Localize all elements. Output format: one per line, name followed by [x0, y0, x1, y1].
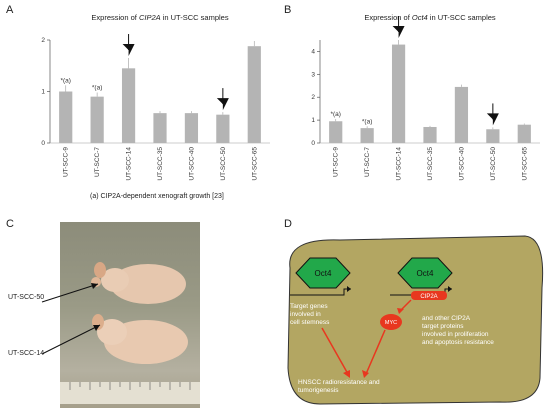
bar-ut-scc-35 [423, 126, 437, 143]
bar-ut-scc-14 [391, 44, 406, 144]
highlight-arrow [216, 88, 229, 111]
panel-label-a: A [6, 4, 14, 16]
oct4-expression-chart: Expression of Oct4 in UT-SCC samples 0 1 2 3… [311, 13, 540, 181]
footnote: (a) CIP2A-dependent xenograft growth [23… [90, 193, 224, 200]
significance-annotation: *(a) [60, 77, 70, 84]
oct4-left-hexagon [295, 257, 351, 289]
y-tick-label: 1 [41, 89, 45, 96]
category-label: UT-SCC-7 [94, 147, 101, 177]
right-text-1: and other CIP2A [422, 315, 471, 322]
oct4-left-label: Oct4 [315, 269, 332, 278]
category-label: UT-SCC-9 [63, 147, 70, 177]
category-label: UT-SCC-9 [333, 147, 340, 177]
y-tick-label: 4 [311, 48, 315, 55]
category-label: UT-SCC-40 [188, 147, 195, 181]
left-text-2: involved in [290, 311, 321, 318]
right-text-2: target proteins [422, 323, 464, 330]
y-tick-label: 3 [311, 71, 315, 78]
bar-ut-scc-40 [184, 113, 199, 143]
cip2a-label: CIP2A [420, 294, 437, 300]
bar-ut-scc-7 [90, 96, 104, 143]
bar-ut-scc-9 [329, 121, 343, 143]
y-tick-label: 0 [311, 140, 315, 147]
xenograft-photo [41, 222, 200, 408]
bottom-text-2: tumorigenesis [298, 387, 339, 394]
category-label: UT-SCC-35 [157, 147, 164, 181]
category-label: UT-SCC-50 [220, 147, 227, 181]
bar-ut-scc-14 [121, 68, 136, 143]
significance-annotation: *(a) [92, 85, 102, 92]
category-label: UT-SCC-35 [427, 147, 434, 181]
myc-node [380, 314, 402, 330]
y-tick-label: 2 [41, 37, 45, 44]
left-text-3: cell stemness [290, 319, 330, 326]
left-text-1: Target genes [290, 303, 328, 310]
bar-ut-scc-50 [216, 114, 230, 143]
y-tick-label: 0 [41, 140, 45, 147]
significance-annotation: *(a) [330, 111, 340, 118]
highlight-arrow [392, 16, 405, 38]
category-label: UT-SCC-14 [396, 147, 403, 181]
myc-label: MYC [385, 320, 397, 326]
photo-label-ut-scc-50: UT-SCC-50 [8, 294, 45, 301]
oct4-right-hexagon [397, 257, 453, 289]
cell-shape [287, 235, 544, 405]
signaling-diagram: Oct4 Oct4 CIP2A MYC Target genes involve… [287, 235, 544, 405]
bar-ut-scc-35 [153, 113, 167, 143]
bar-ut-scc-65 [517, 124, 531, 143]
right-text-4: and apoptosis resistance [422, 339, 494, 346]
category-label: UT-SCC-65 [251, 147, 258, 181]
y-tick-label: 1 [311, 117, 315, 124]
significance-annotation: *(a) [362, 118, 372, 125]
category-label: UT-SCC-40 [458, 147, 465, 181]
chart-title: Expression of Oct4 in UT-SCC samples [364, 13, 496, 22]
cip2a-box [411, 291, 447, 300]
mouse-illustration [41, 262, 200, 404]
category-label: UT-SCC-65 [521, 147, 528, 181]
category-label: UT-SCC-50 [490, 147, 497, 181]
chart-title: Expression of CIP2A in UT-SCC samples [91, 13, 228, 22]
photo-label-ut-scc-14: UT-SCC-14 [8, 350, 45, 357]
bar-ut-scc-7 [360, 128, 374, 143]
bar-ut-scc-40 [454, 86, 469, 143]
cip2a-expression-chart: Expression of CIP2A in UT-SCC samples 0 1 2… [41, 13, 270, 181]
bar-ut-scc-9 [59, 91, 73, 143]
y-tick-label: 2 [311, 94, 315, 101]
panel-label-b: B [284, 4, 292, 16]
oct4-right-label: Oct4 [417, 269, 434, 278]
right-text-3: involved in proliferation [422, 331, 489, 338]
bar-ut-scc-65 [247, 46, 261, 143]
panel-label-d: D [284, 218, 292, 230]
panel-label-c: C [6, 218, 14, 230]
bottom-text-1: HNSCC radioresistance and [298, 379, 380, 386]
bar-ut-scc-50 [486, 129, 500, 143]
highlight-arrow [122, 34, 135, 57]
category-label: UT-SCC-7 [364, 147, 371, 177]
highlight-arrow [486, 103, 499, 126]
category-label: UT-SCC-14 [126, 147, 133, 181]
